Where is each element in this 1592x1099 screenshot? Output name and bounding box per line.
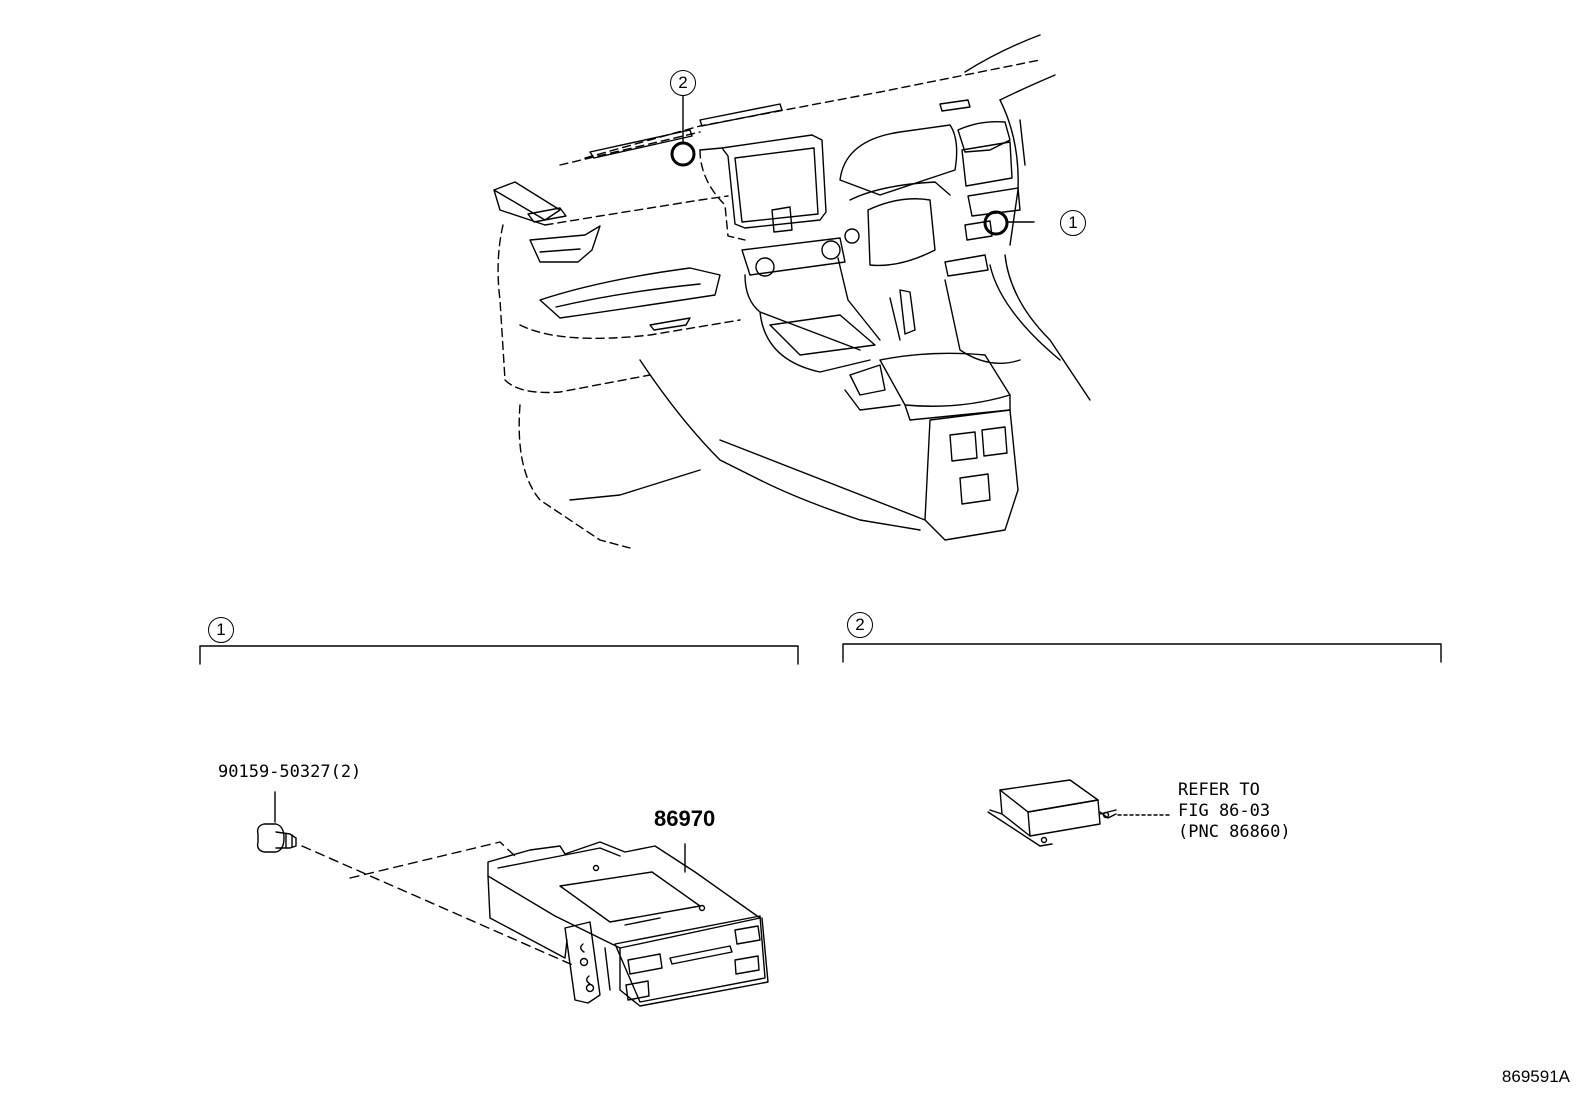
location-marker-1 bbox=[983, 210, 1009, 236]
location-marker-2 bbox=[670, 141, 696, 167]
refer-line-1: REFER TO bbox=[1178, 780, 1260, 800]
refer-line-3: (PNC 86860) bbox=[1178, 822, 1291, 842]
callout-1-overview: 1 bbox=[1060, 210, 1086, 236]
section-2-bracket bbox=[842, 643, 1442, 663]
bolt-part-number: 90159-50327(2) bbox=[218, 762, 362, 782]
bolt-drawing bbox=[256, 791, 297, 853]
bolt-installation-lines bbox=[301, 841, 576, 967]
module-part-number: 86970 bbox=[654, 806, 716, 831]
dashboard-illustration bbox=[493, 34, 1091, 549]
section-1-number: 1 bbox=[208, 617, 234, 643]
section-2-number: 2 bbox=[847, 612, 873, 638]
overview-leaders bbox=[682, 95, 1035, 223]
section-1-bracket bbox=[199, 645, 799, 665]
refer-note: REFER TO FIG 86-03 (PNC 86860) bbox=[1178, 780, 1291, 843]
referenced-module-drawing bbox=[987, 779, 1171, 847]
figure-code: 869591A bbox=[1501, 1067, 1570, 1086]
refer-line-2: FIG 86-03 bbox=[1178, 801, 1271, 821]
module-86970-drawing bbox=[487, 841, 769, 1007]
callout-2-overview: 2 bbox=[670, 70, 696, 96]
